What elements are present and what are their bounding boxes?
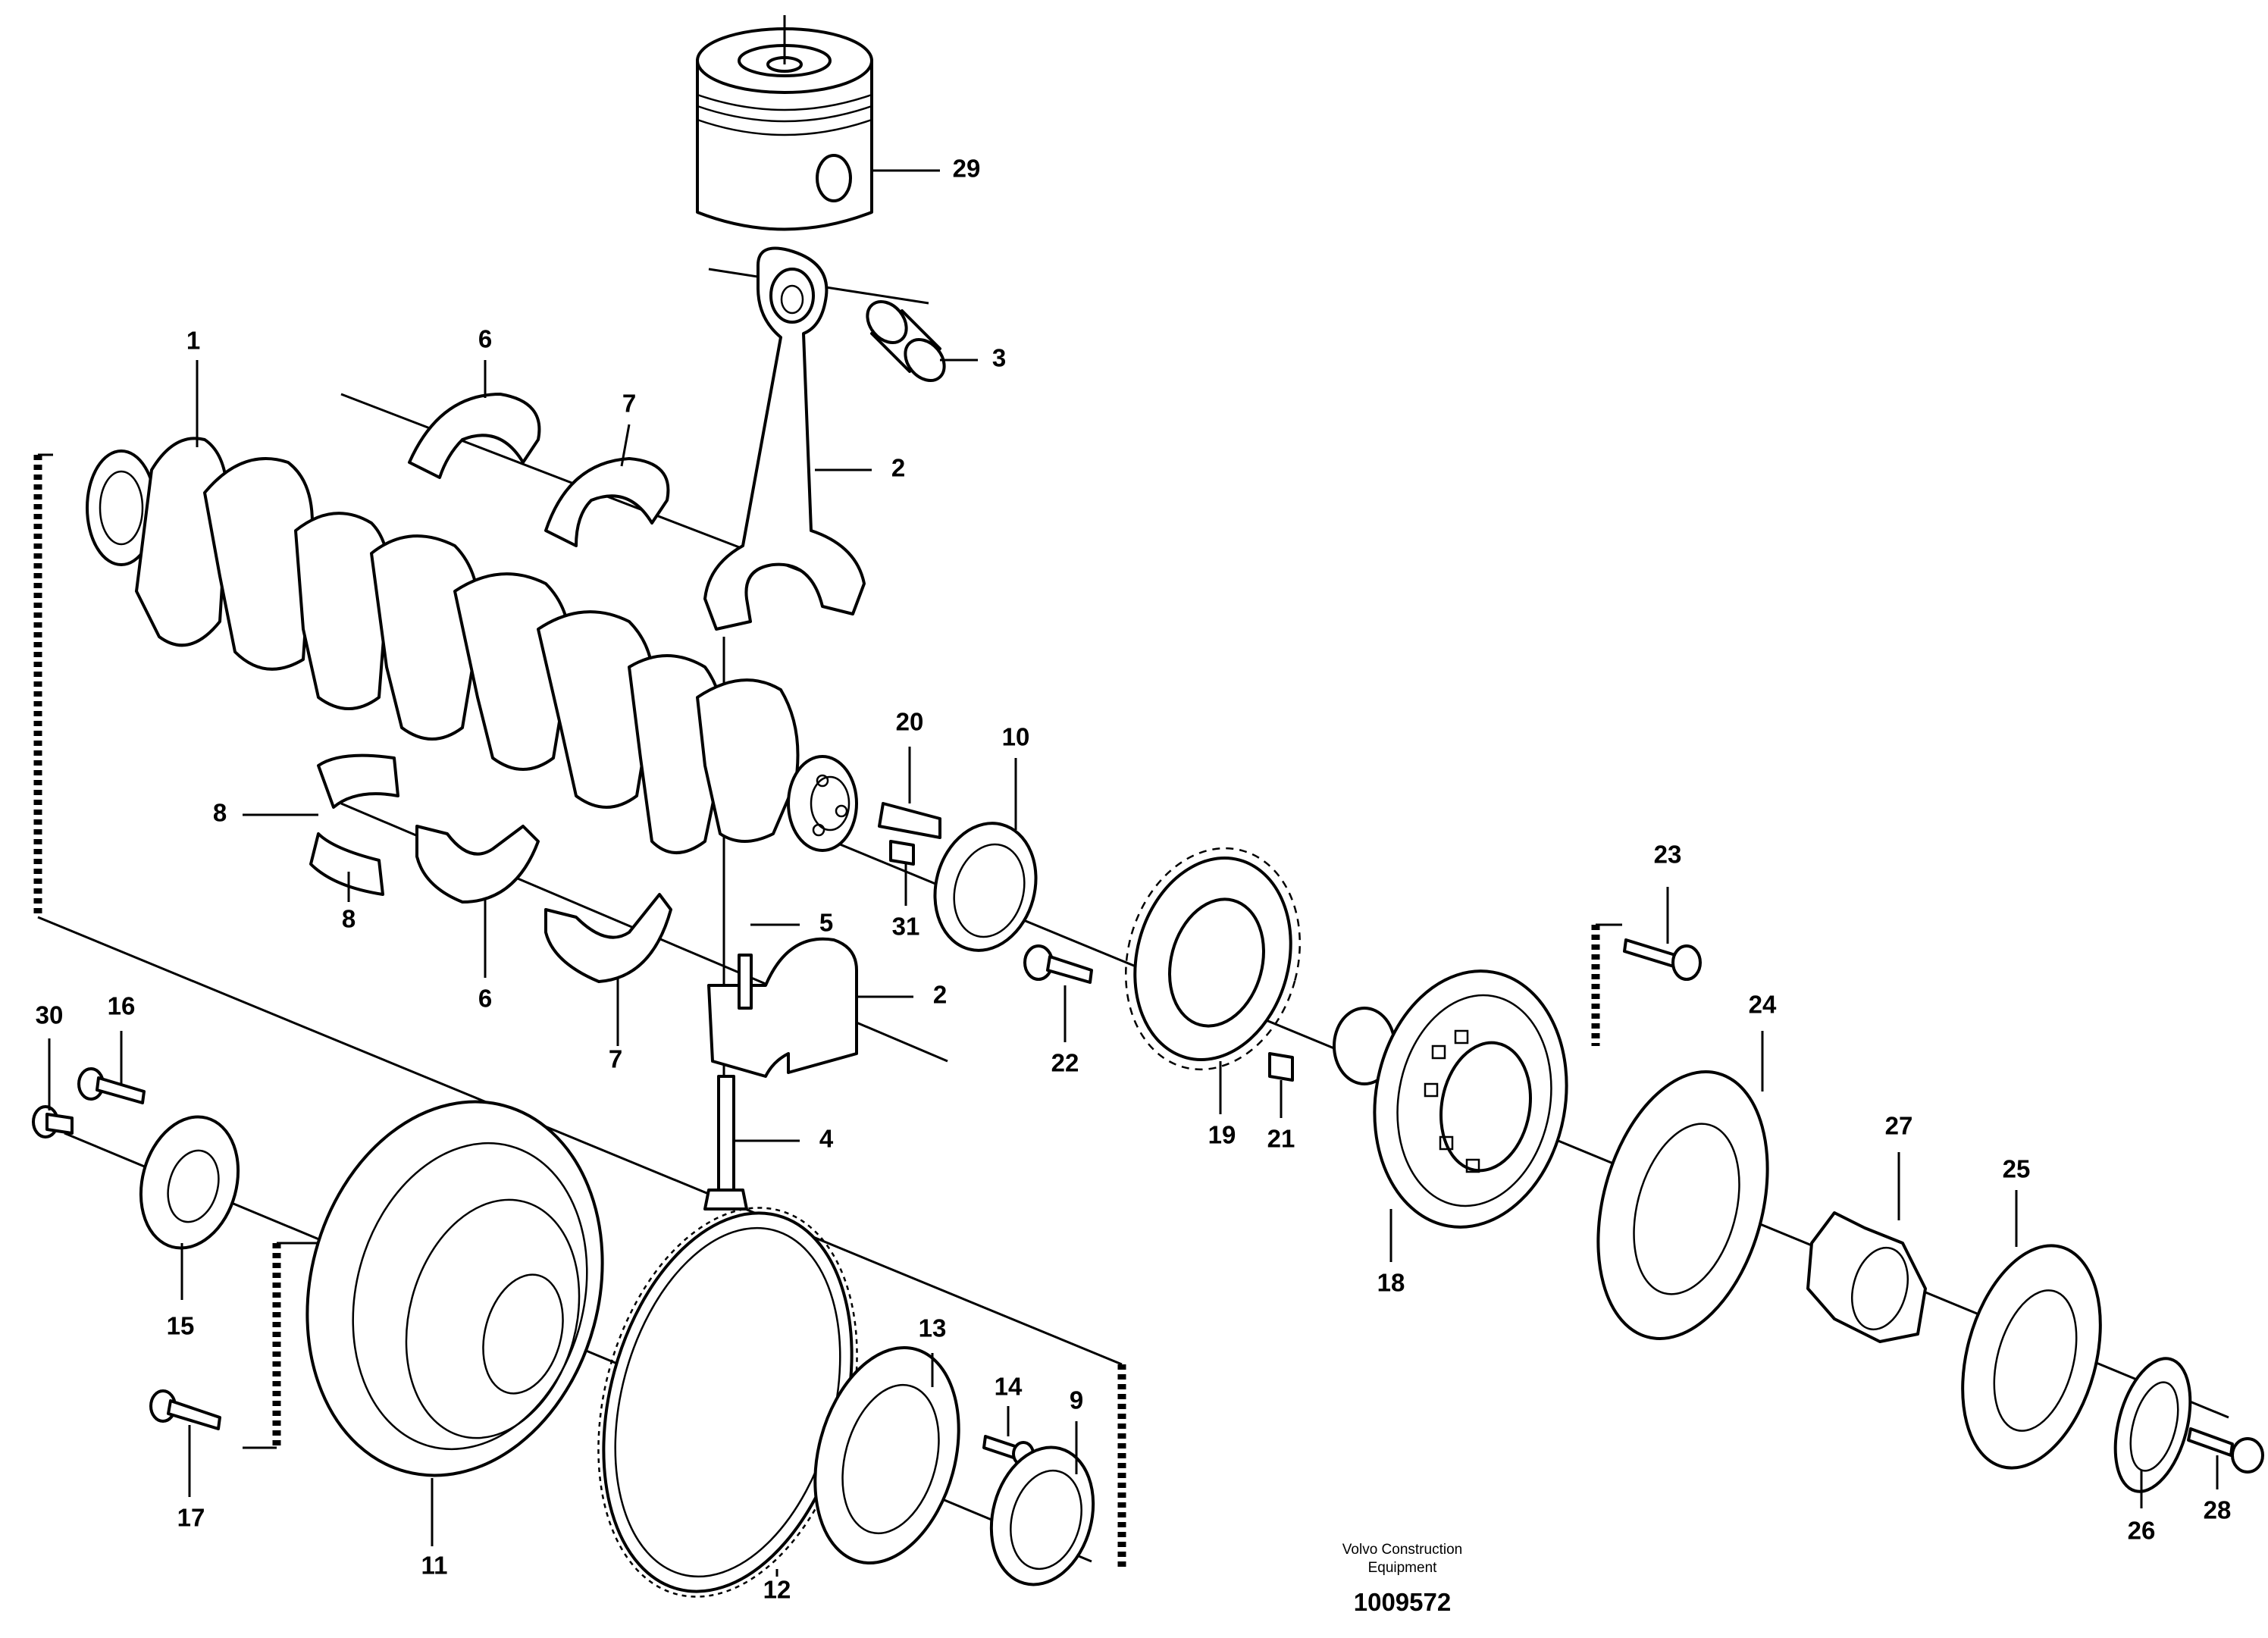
callout-25: 25 <box>2003 1155 2031 1183</box>
lower-bearing-shells <box>415 825 672 983</box>
callout-1: 1 <box>186 327 200 355</box>
callout-23: 23 <box>1654 841 1682 869</box>
dashed-bracket-lines <box>33 453 1622 1569</box>
vibration-damper <box>1596 1070 1769 1340</box>
callout-7-lower: 7 <box>609 1045 622 1073</box>
hub-adapter <box>1806 1211 1927 1343</box>
callout-17: 17 <box>177 1504 205 1532</box>
callout-3: 3 <box>992 344 1006 372</box>
sensor-wheel <box>1124 847 1302 1071</box>
callout-labels: 29 3 2 1 6 7 8 8 6 7 5 2 4 20 10 31 22 1… <box>36 155 2232 1604</box>
rear-seal-bolts <box>32 1067 146 1138</box>
company-name-line1: Volvo Construction <box>1342 1542 1462 1558</box>
connecting-rod-bolt <box>703 1075 748 1210</box>
thrust-washers <box>309 753 399 896</box>
front-seal <box>933 822 1038 952</box>
callout-7-upper: 7 <box>622 390 636 418</box>
pulley-bolt <box>1623 938 1702 981</box>
callout-20: 20 <box>896 708 924 736</box>
callout-13: 13 <box>919 1314 947 1342</box>
callout-30: 30 <box>36 1001 64 1029</box>
leader-lines <box>48 169 2219 1577</box>
dowel-pins <box>878 802 941 866</box>
rear-seal <box>989 1445 1095 1586</box>
crankshaft <box>86 437 858 854</box>
callout-24: 24 <box>1749 991 1777 1019</box>
flexible-coupling <box>1961 1244 2102 1470</box>
sensor-wheel-bolt <box>1023 944 1093 984</box>
callout-2-cap: 2 <box>933 981 947 1009</box>
rear-seal-carrier <box>139 1115 240 1250</box>
callout-8-upper: 8 <box>213 799 227 827</box>
piston-pin <box>866 300 946 382</box>
callout-6-lower: 6 <box>478 985 492 1013</box>
connecting-rod <box>703 246 866 631</box>
callout-21: 21 <box>1267 1125 1295 1153</box>
callout-4: 4 <box>819 1125 834 1153</box>
callout-16: 16 <box>108 992 136 1020</box>
callout-10: 10 <box>1002 723 1030 751</box>
callout-15: 15 <box>167 1312 195 1340</box>
callout-9: 9 <box>1070 1386 1083 1414</box>
coupling-bolt <box>2187 1427 2264 1474</box>
callout-2-rod: 2 <box>891 454 905 482</box>
flywheel-bolt <box>149 1389 221 1430</box>
callout-12: 12 <box>763 1576 791 1604</box>
callout-29: 29 <box>953 155 981 183</box>
spacer-sleeve <box>1268 1052 1294 1082</box>
crankshaft-pulley <box>1333 969 1568 1229</box>
cover-plate <box>2113 1357 2192 1493</box>
callout-31: 31 <box>892 913 920 941</box>
callout-8-lower: 8 <box>342 905 356 933</box>
document-number: 1009572 <box>1354 1588 1451 1616</box>
seal-housing <box>813 1346 960 1564</box>
callout-18: 18 <box>1377 1269 1405 1297</box>
callout-14: 14 <box>995 1373 1023 1401</box>
callout-6-upper: 6 <box>478 325 492 353</box>
callout-11: 11 <box>421 1552 448 1580</box>
callout-19: 19 <box>1208 1121 1236 1149</box>
piston <box>696 15 873 231</box>
footer: Volvo Construction Equipment 1009572 <box>1342 1542 1462 1616</box>
callout-5: 5 <box>819 909 833 937</box>
connecting-rod-cap <box>707 937 858 1078</box>
callout-28: 28 <box>2204 1496 2232 1524</box>
callout-26: 26 <box>2128 1517 2156 1545</box>
upper-bearing-shells <box>408 393 670 547</box>
company-name-line2: Equipment <box>1368 1560 1438 1576</box>
callout-22: 22 <box>1051 1049 1079 1077</box>
flywheel <box>305 1100 604 1477</box>
callout-27: 27 <box>1885 1112 1913 1140</box>
